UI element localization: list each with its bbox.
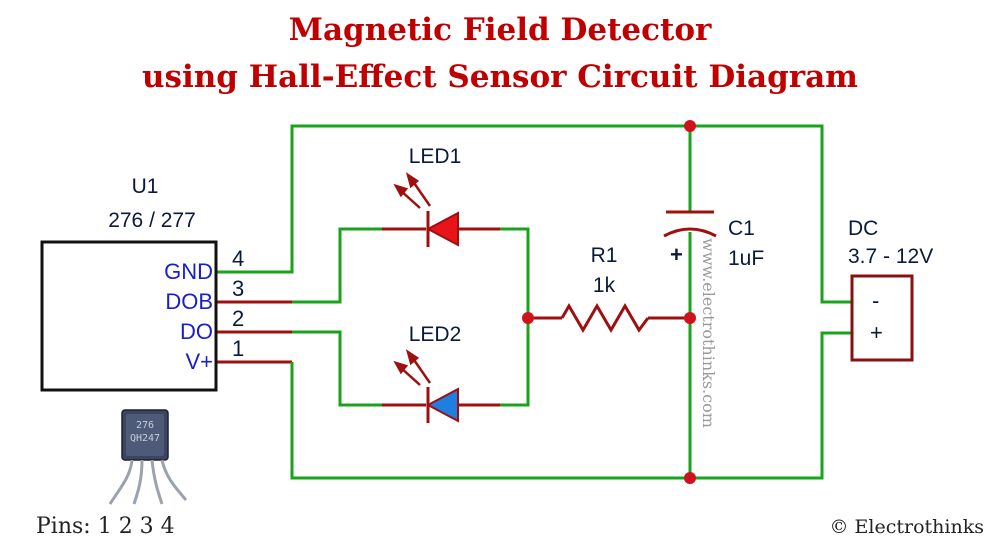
led1: LED1 [382,145,500,247]
dc-plus-terminal: + [870,320,883,345]
capacitor-polarity: + [670,242,683,267]
resistor-r1: R1 1k [560,244,650,333]
dc-terminal-box [850,274,914,362]
capacitor-plate-curved [663,227,717,238]
hall-sensor-chip-illustration: 276 QH247 [108,409,188,505]
led2-light-arrows-icon [393,349,432,386]
dc-ref: DC [848,217,878,240]
chip-marking-2: QH247 [130,433,160,444]
watermark: www.electrothinks.com [699,238,718,428]
led1-light-arrows-icon [393,172,432,209]
title-line-2: using Hall-Effect Sensor Circuit Diagram [142,59,858,95]
resistor-value: 1k [593,274,616,297]
resistor-zigzag-icon [560,303,650,333]
pin-label-vplus: V+ [185,349,213,374]
node-led-junction [522,312,534,324]
pin-label-do: DO [180,319,213,344]
wires [216,124,852,480]
pins-caption: Pins: 1 2 3 4 [36,514,175,539]
node-resistor-cap [684,312,696,324]
wire-vplus-bottom-rail [290,331,852,480]
copyright: © Electrothinks [830,516,984,538]
led1-diode-icon [425,211,459,247]
capacitor-ref: C1 [728,217,755,240]
node-top-right [684,120,696,132]
sensor-part: 276 / 277 [108,209,196,232]
chip-marking-1: 276 [136,420,154,431]
led2: LED2 [382,323,500,423]
pin-label-gnd: GND [164,259,213,284]
pin-number-3: 3 [232,276,244,301]
pin-number-4: 4 [232,246,244,271]
node-bottom-right [684,472,696,484]
capacitor-c1: + C1 1uF [663,210,764,270]
led1-label: LED1 [409,145,462,168]
resistor-ref: R1 [591,244,618,267]
dc-range: 3.7 - 12V [848,245,933,268]
sensor-body [40,240,218,392]
led2-label: LED2 [409,323,462,346]
title-line-1: Magnetic Field Detector [289,12,712,48]
wire-do-led2 [292,330,382,407]
sensor-u1: U1 276 / 277 GND DOB DO V+ 4 3 2 1 [40,175,244,392]
dc-minus-terminal: - [872,288,879,313]
wire-gnd-top-rail [216,124,852,304]
led2-diode-icon [425,387,459,423]
pin-number-1: 1 [232,336,244,361]
sensor-ref: U1 [132,175,159,198]
junction-nodes [522,120,696,484]
pin-label-dob: DOB [165,289,213,314]
dc-power-source: DC 3.7 - 12V - + [848,217,933,362]
capacitor-value: 1uF [728,247,764,270]
pin-number-2: 2 [232,306,244,331]
wire-dob-led1 [292,227,382,304]
